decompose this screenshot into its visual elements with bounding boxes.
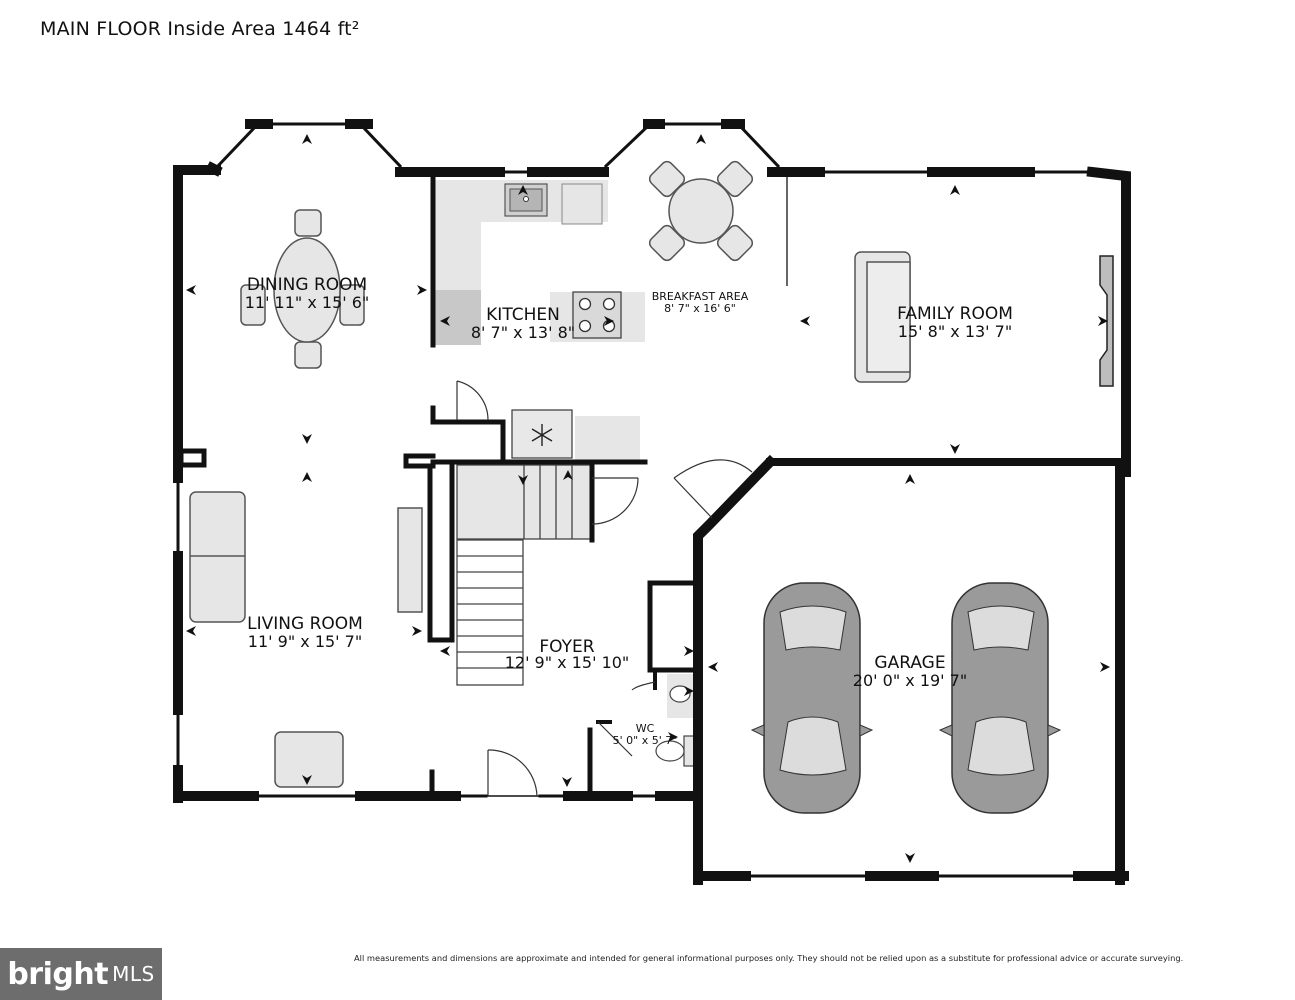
living-sofa bbox=[189, 491, 246, 623]
dining-room-name: DINING ROOM bbox=[247, 275, 367, 295]
snowflake-icon bbox=[531, 424, 553, 446]
room-label-dining: DINING ROOM 11' 11" x 15' 6" bbox=[245, 275, 370, 312]
fireplace-icon bbox=[1099, 255, 1114, 387]
room-label-breakfast: BREAKFAST AREA 8' 7" x 16' 6" bbox=[652, 290, 749, 315]
room-label-living: LIVING ROOM 11' 9" x 15' 7" bbox=[247, 614, 363, 651]
living-room-dims: 11' 9" x 15' 7" bbox=[248, 632, 362, 651]
room-label-kitchen: KITCHEN 8' 7" x 13' 8" bbox=[471, 305, 575, 342]
foyer-name: FOYER bbox=[539, 637, 594, 657]
logo-main: bright bbox=[7, 956, 109, 992]
dining-room-dims: 11' 11" x 15' 6" bbox=[245, 293, 370, 312]
car-icon bbox=[938, 582, 1062, 814]
wc-dims: 5' 0" x 5' 7" bbox=[613, 734, 678, 747]
walls bbox=[173, 119, 1131, 885]
kitchen-dims: 8' 7" x 13' 8" bbox=[471, 323, 575, 342]
car-icon bbox=[750, 582, 874, 814]
tv-console bbox=[397, 507, 423, 613]
view-marker-icon bbox=[186, 134, 1110, 863]
dishwasher-icon bbox=[561, 183, 603, 225]
foyer-dims: 12' 9" x 15' 10" bbox=[505, 653, 630, 672]
living-room-name: LIVING ROOM bbox=[247, 614, 363, 634]
family-room-name: FAMILY ROOM bbox=[897, 304, 1013, 324]
room-label-family: FAMILY ROOM 15' 8" x 13' 7" bbox=[897, 304, 1013, 341]
kitchen-name: KITCHEN bbox=[486, 305, 560, 325]
breakfast-area-name: BREAKFAST AREA bbox=[652, 290, 749, 303]
stove-icon bbox=[572, 291, 622, 339]
sink-icon bbox=[504, 183, 548, 217]
family-room-dims: 15' 8" x 13' 7" bbox=[898, 322, 1012, 341]
breakfast-table bbox=[648, 160, 754, 262]
room-label-wc: WC 5' 0" x 5' 7" bbox=[613, 722, 678, 747]
fridge-icon bbox=[511, 409, 573, 459]
dining-table bbox=[240, 209, 365, 369]
room-label-foyer: FOYER 12' 9" x 15' 10" bbox=[505, 637, 630, 672]
breakfast-area-dims: 8' 7" x 16' 6" bbox=[664, 302, 736, 315]
garage-dims: 20' 0" x 19' 7" bbox=[853, 671, 967, 690]
wc-sink-icon bbox=[667, 674, 697, 718]
page-title: MAIN FLOOR Inside Area 1464 ft² bbox=[40, 18, 360, 40]
room-label-garage: GARAGE 20' 0" x 19' 7" bbox=[853, 653, 967, 690]
wc-name: WC bbox=[636, 722, 655, 735]
disclaimer: All measurements and dimensions are appr… bbox=[354, 953, 1184, 963]
bright-mls-logo: bright MLS bbox=[0, 948, 162, 1000]
garage-name: GARAGE bbox=[874, 653, 945, 673]
logo-suffix: MLS bbox=[112, 962, 155, 986]
family-sofa bbox=[854, 251, 911, 383]
door-swing-icon bbox=[456, 380, 753, 797]
living-chair bbox=[274, 731, 344, 788]
